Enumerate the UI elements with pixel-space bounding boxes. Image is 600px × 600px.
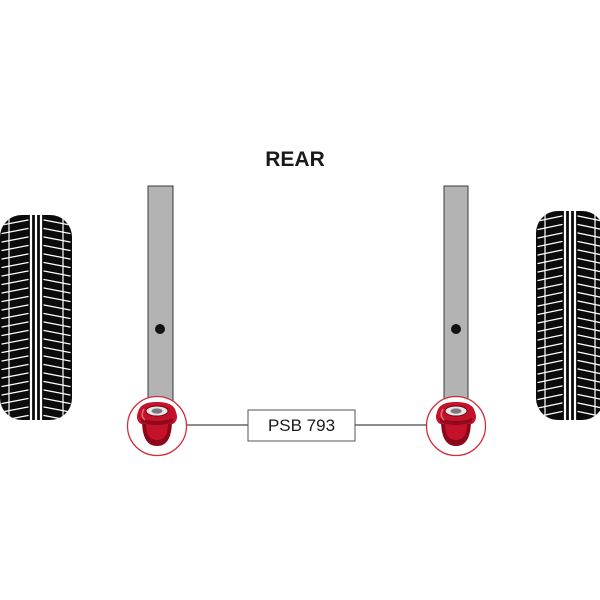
right-frame-rail [443, 185, 469, 405]
right-bush-icon [425, 395, 487, 457]
tyre-tread [1, 215, 71, 420]
tyre-tread [537, 211, 600, 420]
right-tyre-icon [536, 211, 600, 420]
diagram-title: REAR [265, 148, 325, 171]
left-tyre-icon [0, 215, 72, 420]
mount-point-icon [451, 324, 461, 334]
part-number-label: PSB 793 [268, 416, 335, 435]
part-label-box: PSB 793 [247, 409, 356, 442]
left-bush-icon [126, 395, 188, 457]
mount-point-icon [155, 324, 165, 334]
left-frame-rail [147, 185, 174, 405]
